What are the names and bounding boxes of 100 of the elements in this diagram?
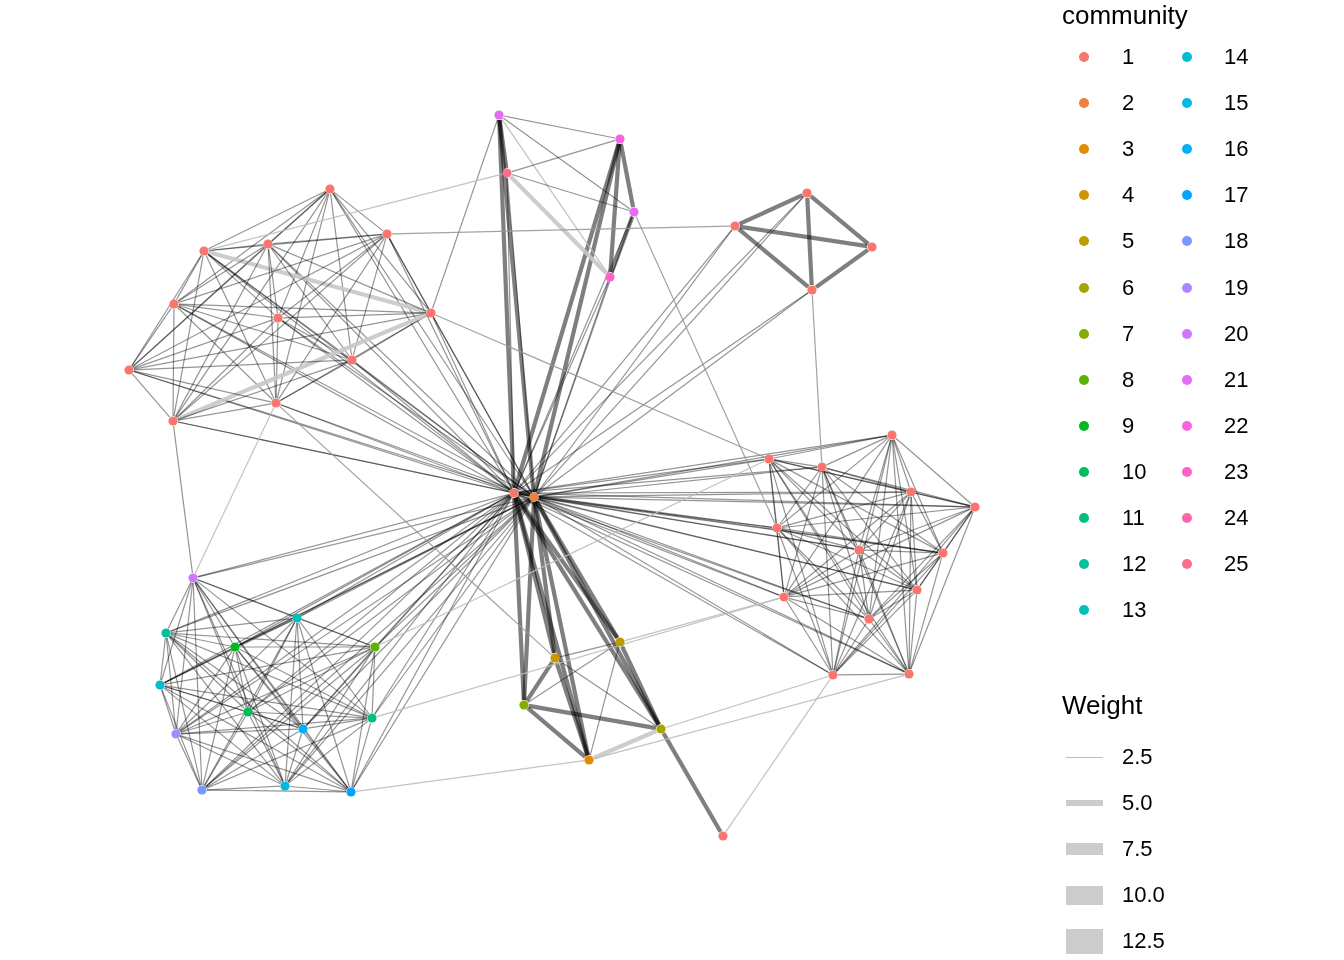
edge-line — [863, 508, 971, 549]
edge-line — [834, 496, 910, 671]
edge-line — [208, 173, 503, 251]
node-dot — [325, 184, 335, 194]
node-dot — [124, 365, 134, 375]
edge-line — [908, 594, 918, 670]
node-dot — [605, 272, 615, 282]
node-dot — [584, 755, 594, 765]
edge-line — [178, 235, 383, 303]
edge-line — [503, 115, 616, 139]
edge-line — [161, 689, 175, 730]
edge-line — [525, 661, 554, 702]
legend-label: 12 — [1122, 551, 1147, 578]
edge-line — [207, 253, 275, 316]
node-dot — [629, 207, 639, 217]
node-dot — [273, 313, 283, 323]
edge-line — [272, 245, 427, 312]
edge-line — [352, 238, 387, 356]
edge-line — [179, 735, 282, 785]
edge-line — [272, 233, 383, 245]
node-dot — [161, 628, 171, 638]
edge-line — [305, 650, 373, 726]
node-dot — [197, 785, 207, 795]
edge-line — [287, 650, 373, 783]
legend-label: 24 — [1224, 505, 1249, 531]
edge-line — [170, 618, 293, 633]
edge-line — [177, 737, 201, 787]
node-dot — [615, 134, 625, 144]
edge-line — [167, 581, 192, 630]
edge-line — [737, 227, 810, 289]
node-dot — [280, 781, 290, 791]
edge-line — [173, 425, 193, 574]
edge-line — [305, 732, 349, 789]
edge-line — [826, 467, 907, 492]
node-dot — [519, 700, 529, 710]
edge-line — [169, 635, 348, 790]
edge-line — [177, 403, 272, 421]
edge-line — [133, 359, 348, 371]
edge-line — [176, 320, 275, 419]
edge-line — [289, 785, 347, 793]
legend-label: 7 — [1122, 320, 1135, 347]
edge-line — [351, 722, 372, 788]
edge-line — [778, 532, 832, 671]
node-dot — [656, 724, 666, 734]
node-dot — [828, 670, 838, 680]
edge-line — [538, 496, 971, 508]
node-dot — [502, 168, 512, 178]
legend-title: community — [1062, 0, 1188, 30]
edge-line — [593, 674, 905, 760]
edge-line — [176, 312, 428, 422]
edge-line — [893, 439, 910, 488]
edge-line — [497, 119, 509, 169]
node-dot — [772, 523, 782, 533]
legend-label: 6 — [1122, 274, 1135, 301]
edge-line — [784, 471, 822, 593]
edge-line — [526, 706, 587, 759]
edge-line — [376, 597, 780, 718]
edge-line — [787, 494, 908, 595]
edge-line — [307, 718, 368, 729]
node-dot — [188, 573, 198, 583]
edge-line — [527, 644, 617, 703]
edge-line — [893, 439, 942, 549]
edge-line — [825, 436, 889, 466]
edge-line — [559, 642, 616, 658]
edge-line — [822, 471, 869, 615]
edge-line — [861, 495, 909, 547]
edge-line — [773, 459, 818, 467]
edge-line — [608, 143, 622, 273]
edge-line — [869, 439, 892, 615]
edge-line — [779, 470, 820, 525]
edge-line — [160, 582, 193, 681]
edge-line — [170, 634, 368, 717]
edge-line — [180, 717, 368, 735]
edge-line — [738, 193, 804, 226]
node-dot — [529, 492, 539, 502]
edge-line — [284, 622, 298, 782]
edge-line — [205, 254, 275, 400]
edge-line — [769, 463, 833, 671]
edge-line — [558, 660, 658, 727]
edge-line — [161, 689, 201, 786]
legend-label: 5 — [1122, 228, 1135, 255]
edge-line — [203, 715, 247, 787]
edge-line — [781, 506, 971, 529]
edge-line — [788, 589, 913, 598]
edge-line — [432, 316, 513, 490]
node-dot — [155, 680, 165, 690]
legend-label: 10.0 — [1122, 882, 1165, 908]
node-dot — [370, 642, 380, 652]
node-dot — [912, 585, 922, 595]
edge-line — [772, 460, 940, 552]
edge-line — [862, 552, 914, 588]
edge-line — [205, 731, 300, 788]
edge-line — [609, 215, 635, 274]
edge-line — [535, 281, 609, 493]
edge-line — [497, 119, 516, 489]
node-dot — [271, 398, 281, 408]
edge-line — [859, 439, 892, 546]
edge-line — [165, 637, 177, 730]
edge-line — [132, 246, 265, 368]
edge-line — [252, 711, 368, 719]
